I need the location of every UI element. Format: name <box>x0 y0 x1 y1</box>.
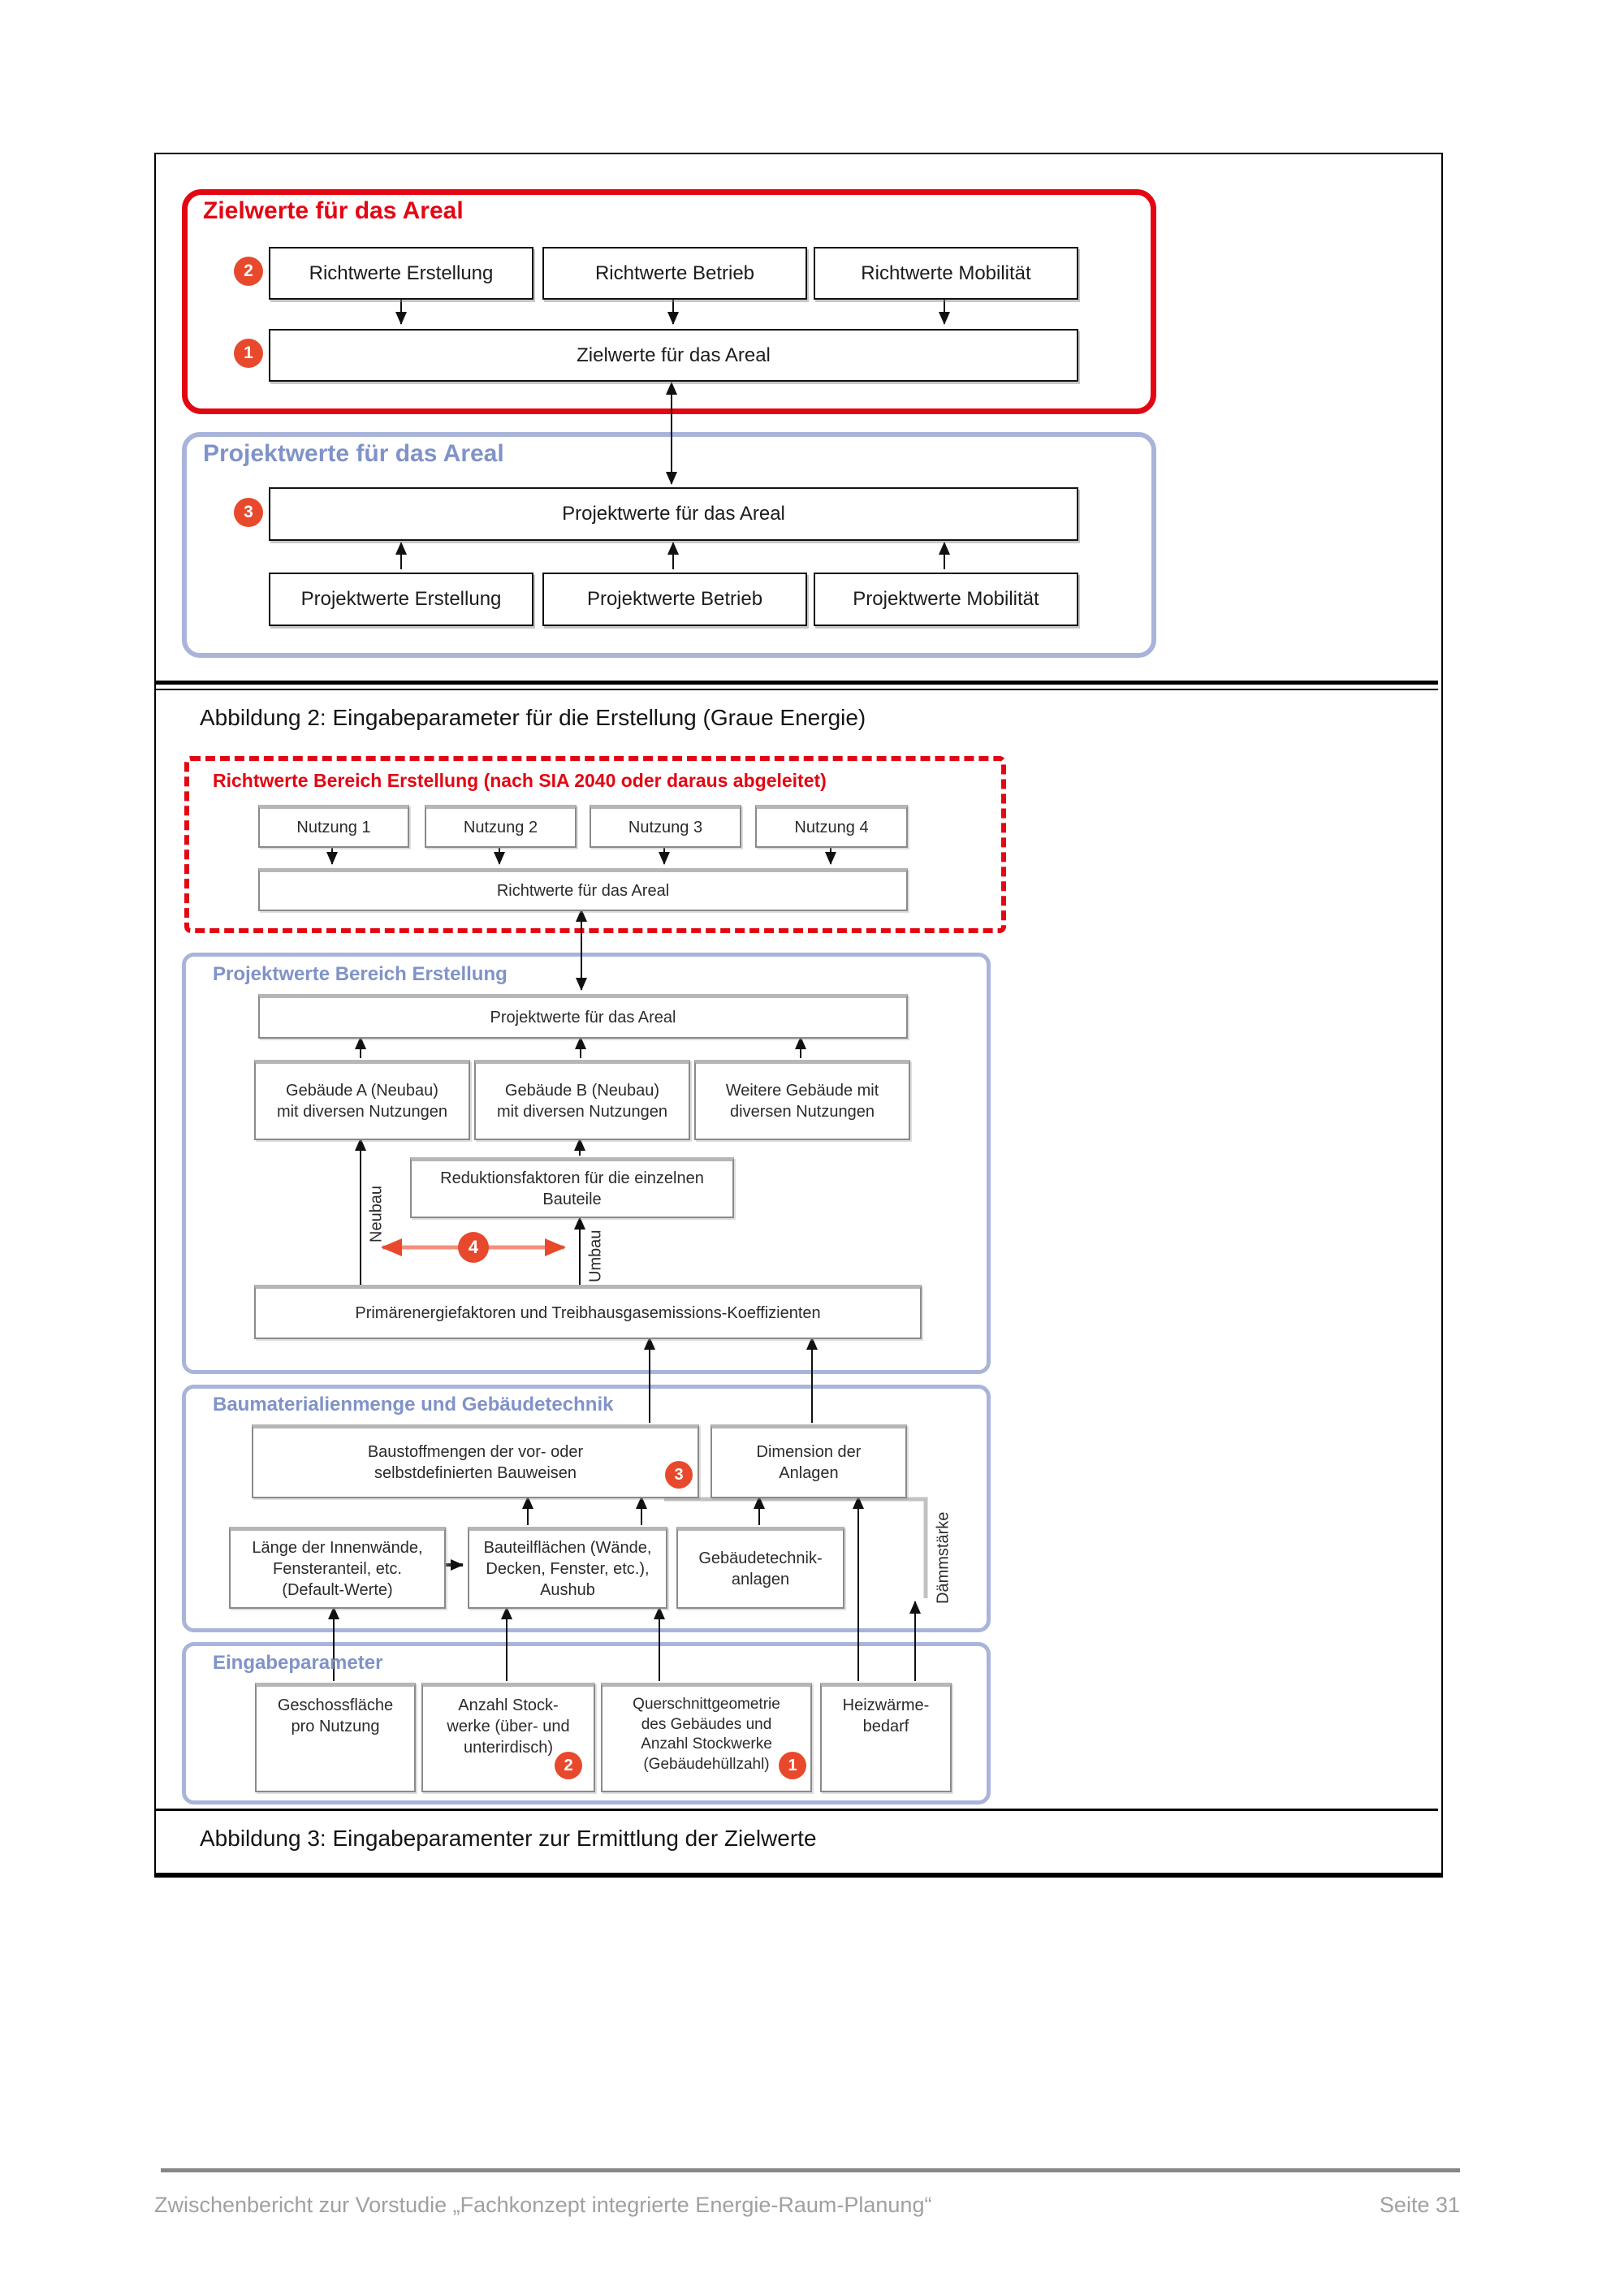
neubau-label: Neubau <box>367 1185 386 1243</box>
box-geschossflaeche: Geschossfläche pro Nutzung <box>255 1683 416 1792</box>
table-row-divider <box>156 681 1438 690</box>
projektwerte-bereich-title: Projektwerte Bereich Erstellung <box>213 963 508 985</box>
badge-3-baustoffmengen: 3 <box>665 1461 693 1489</box>
figure3-caption: Abbildung 3: Eingabeparamenter zur Ermit… <box>200 1826 817 1851</box>
badge-3: 3 <box>234 498 263 527</box>
badge-2: 2 <box>234 257 263 286</box>
box-reduktionsfaktoren: Reduktionsfaktoren für die einzelnen Bau… <box>410 1157 734 1218</box>
box-laenge-innenwaende: Länge der Innenwände, Fensteranteil, etc… <box>229 1527 446 1609</box>
box-nutzung-3: Nutzung 3 <box>590 805 741 848</box>
figure-table-frame <box>154 153 1443 1878</box>
box-projektwerte-areal: Projektwerte für das Areal <box>269 487 1078 541</box>
box-bauteilflaechen: Bauteilflächen (Wände, Decken, Fenster, … <box>468 1527 667 1609</box>
box-dimension-anlagen: Dimension der Anlagen <box>710 1424 907 1498</box>
box-anzahl-stockwerke: Anzahl Stock- werke (über- und unterirdi… <box>421 1683 595 1792</box>
baumaterialienmenge-section <box>182 1385 991 1632</box>
eingabeparameter-title: Eingabeparameter <box>213 1652 383 1674</box>
daemmstaerke-label: Dämmstärke <box>934 1511 952 1604</box>
box-richtwerte-fuer-areal: Richtwerte für das Areal <box>258 868 908 911</box>
footer-rule <box>161 2168 1460 2172</box>
zielwerte-section-title: Zielwerte für das Areal <box>203 197 464 224</box>
box-baustoffmengen: Baustoffmengen der vor- oder selbstdefin… <box>252 1424 699 1498</box>
box-gebaeude-b: Gebäude B (Neubau) mit diversen Nutzunge… <box>474 1060 690 1140</box>
box-projektwerte-fuer-areal: Projektwerte für das Areal <box>258 994 908 1039</box>
footer-page-number: Seite 31 <box>1379 2193 1460 2217</box>
box-nutzung-1: Nutzung 1 <box>258 805 409 848</box>
box-primaerenergiefaktoren: Primärenergiefaktoren und Treibhausgasem… <box>254 1285 922 1339</box>
badge-4: 4 <box>458 1232 489 1263</box>
box-richtwerte-mobilitaet: Richtwerte Mobilität <box>814 247 1078 300</box>
box-nutzung-2: Nutzung 2 <box>425 805 577 848</box>
baumaterialienmenge-title: Baumaterialienmenge und Gebäudetechnik <box>213 1394 614 1415</box>
badge-2-anzahl: 2 <box>555 1752 582 1779</box>
box-richtwerte-erstellung: Richtwerte Erstellung <box>269 247 533 300</box>
box-projektwerte-betrieb: Projektwerte Betrieb <box>542 573 807 626</box>
eingabeparameter-section <box>182 1642 991 1804</box>
box-richtwerte-betrieb: Richtwerte Betrieb <box>542 247 807 300</box>
box-nutzung-4: Nutzung 4 <box>755 805 908 848</box>
badge-1-querschnitt: 1 <box>779 1752 806 1779</box>
projektwerte-section-title: Projektwerte für das Areal <box>203 440 504 467</box>
badge-1: 1 <box>234 339 263 368</box>
box-gebaeudetechnikanlagen: Gebäudetechnik- anlagen <box>676 1527 844 1609</box>
box-projektwerte-erstellung: Projektwerte Erstellung <box>269 573 533 626</box>
richtwerte-bereich-title: Richtwerte Bereich Erstellung (nach SIA … <box>213 770 827 791</box>
box-querschnittgeometrie: Querschnittgeometrie des Gebäudes und An… <box>601 1683 812 1792</box>
table-row-divider-2 <box>156 1809 1438 1811</box>
box-gebaeude-a: Gebäude A (Neubau) mit diversen Nutzunge… <box>254 1060 470 1140</box>
box-projektwerte-mobilitaet: Projektwerte Mobilität <box>814 573 1078 626</box>
footer-document-title: Zwischenbericht zur Vorstudie „Fachkonze… <box>154 2193 932 2217</box>
box-zielwerte-areal: Zielwerte für das Areal <box>269 329 1078 382</box>
figure2-caption: Abbildung 2: Eingabeparameter für die Er… <box>200 705 866 730</box>
box-weitere-gebaeude: Weitere Gebäude mit diversen Nutzungen <box>694 1060 910 1140</box>
box-heizwaermebedarf: Heizwärme- bedarf <box>820 1683 952 1792</box>
richtwerte-bereich-section <box>184 756 1006 933</box>
